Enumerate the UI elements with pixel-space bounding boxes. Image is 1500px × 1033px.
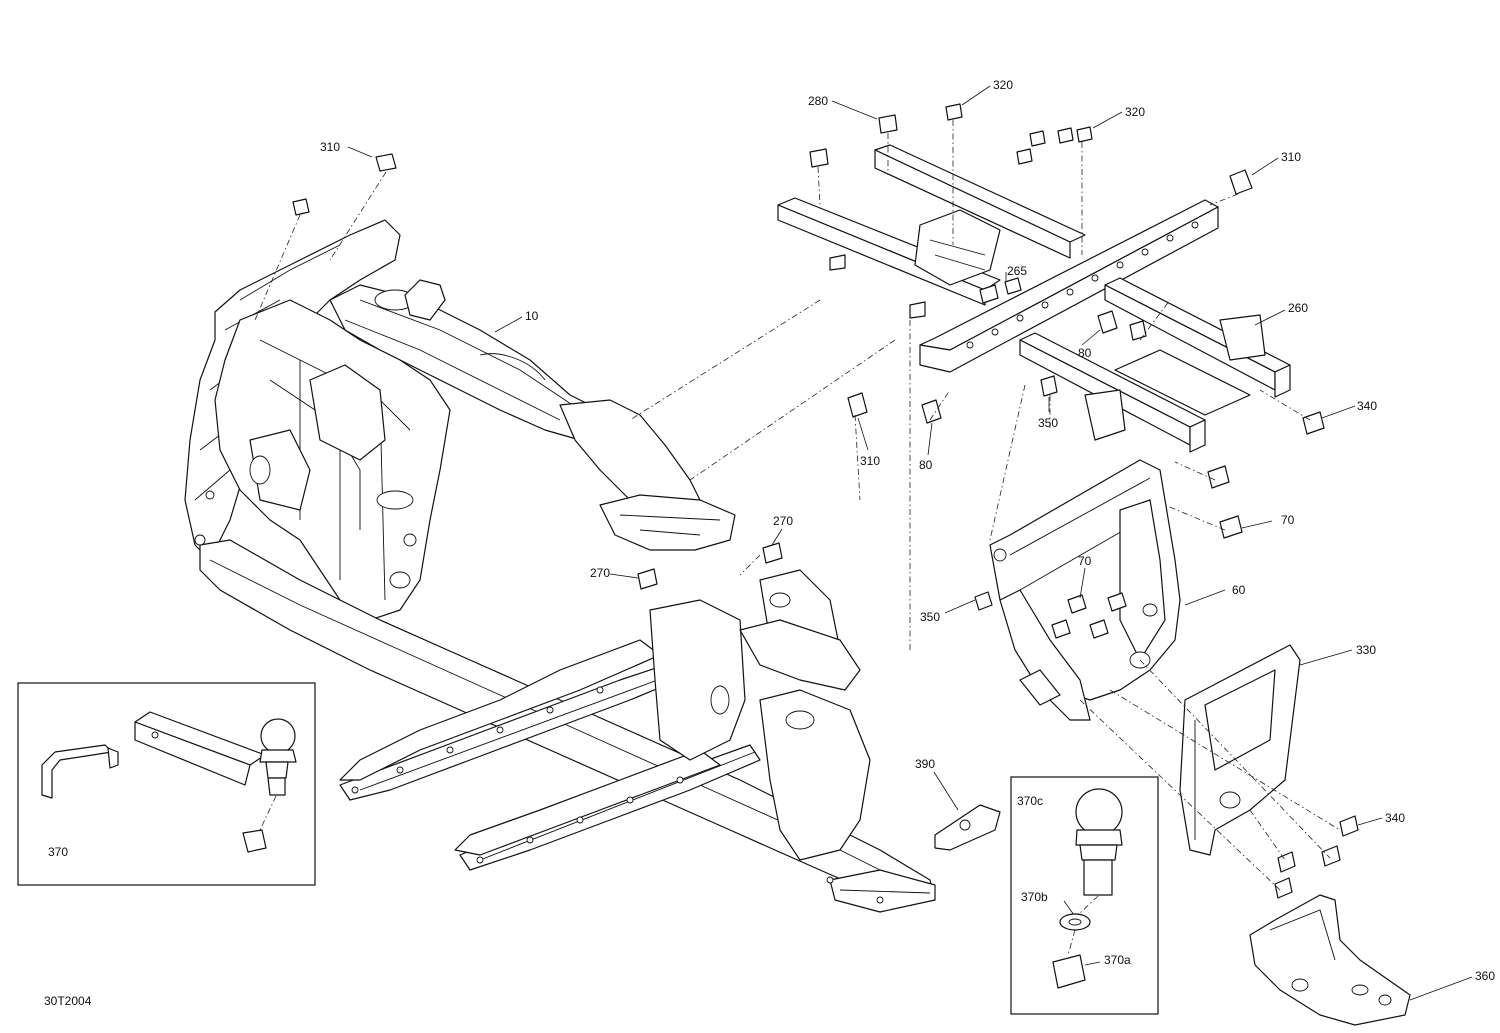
callout-320-a: 320 — [993, 78, 1013, 92]
callout-60: 60 — [1232, 583, 1246, 597]
callout-80-a: 80 — [1078, 346, 1092, 360]
crossbeam-holes — [966, 221, 1199, 349]
callout-labels: 310 10 280 320 320 310 265 260 80 340 31… — [44, 78, 1495, 1008]
callout-260: 260 — [1288, 301, 1308, 315]
callout-370: 370 — [48, 845, 68, 859]
callout-80-b: 80 — [919, 458, 933, 472]
hitch-support — [989, 459, 1181, 721]
callout-70-a: 70 — [1281, 513, 1295, 527]
diagram-id: 30T2004 — [44, 994, 92, 1008]
inset-370abc — [1010, 776, 1159, 1015]
callout-340-b: 340 — [1385, 811, 1405, 825]
fasteners — [292, 103, 1359, 899]
callout-350-a: 350 — [1038, 416, 1058, 430]
main-frame — [184, 219, 936, 913]
callout-350-b: 350 — [920, 610, 940, 624]
inset-370 — [17, 682, 316, 886]
callout-265: 265 — [1007, 264, 1027, 278]
leader-lines — [347, 85, 1473, 1001]
skid-plate — [1249, 894, 1411, 1026]
callout-280: 280 — [808, 94, 828, 108]
assembly-lines — [254, 120, 1341, 891]
callout-340-a: 340 — [1357, 399, 1377, 413]
callout-370b: 370b — [1021, 890, 1048, 904]
callout-370a: 370a — [1104, 953, 1131, 967]
callout-320-b: 320 — [1125, 105, 1145, 119]
callout-310-center: 310 — [860, 454, 880, 468]
callout-270-b: 270 — [590, 566, 610, 580]
callout-70-b: 70 — [1078, 554, 1092, 568]
gasket — [934, 804, 1001, 851]
callout-390: 390 — [915, 757, 935, 771]
callout-330: 330 — [1356, 643, 1376, 657]
callout-310-upper-left: 310 — [320, 140, 340, 154]
callout-360: 360 — [1475, 969, 1495, 983]
rear-plate — [1179, 644, 1301, 856]
rear-subframe — [777, 144, 1291, 453]
callout-10: 10 — [525, 309, 539, 323]
frame-holes — [194, 490, 884, 904]
callout-270-a: 270 — [773, 514, 793, 528]
callout-310-right: 310 — [1281, 150, 1301, 164]
callout-370c: 370c — [1017, 794, 1043, 808]
